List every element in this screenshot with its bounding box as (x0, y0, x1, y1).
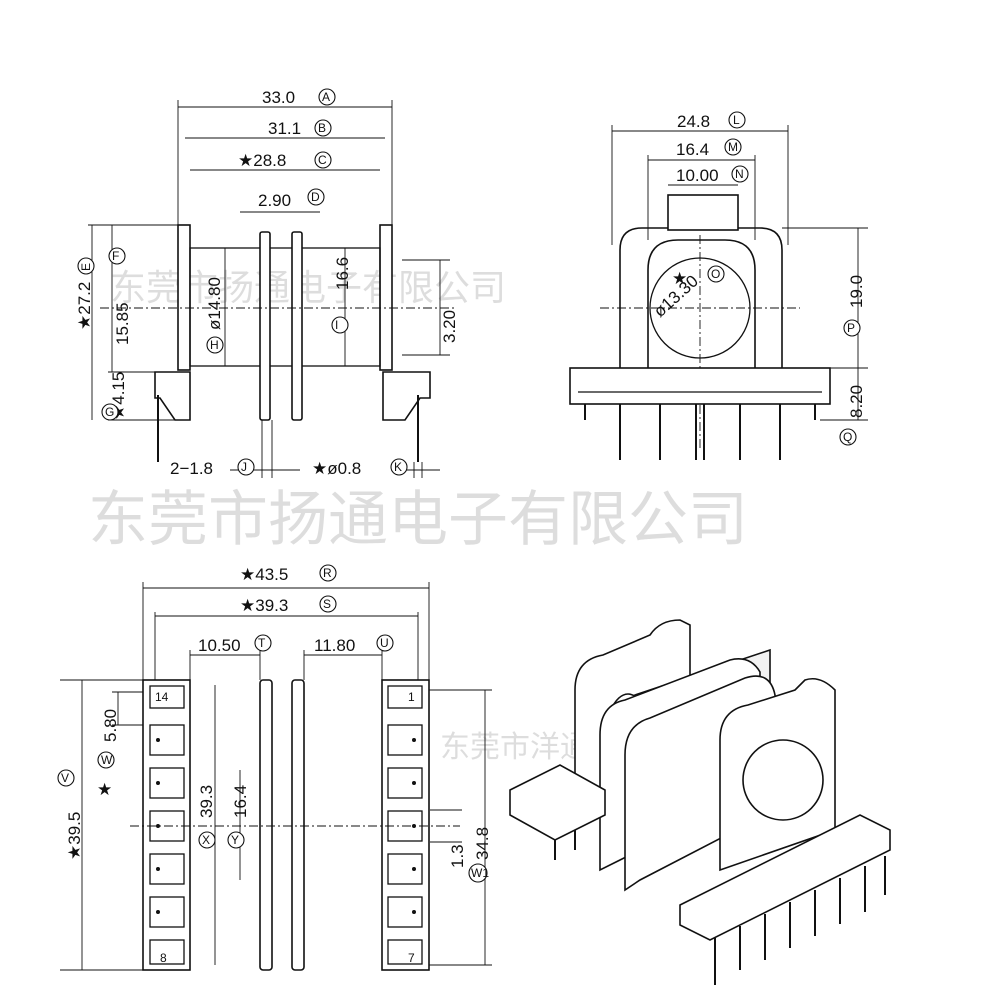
pin-14-label: 14 (155, 690, 169, 704)
dim-X-value: 39.3 (197, 785, 216, 818)
front-right-flange (379, 224, 393, 371)
dim-G-mark: G (105, 405, 114, 419)
dim-34-8-mark: W1 (471, 866, 489, 880)
dim-S-mark: S (323, 597, 331, 611)
iso-left-base (509, 764, 606, 841)
side-top-tab (667, 194, 739, 231)
pin-8-label: 8 (160, 951, 167, 965)
dim-T-mark: T (258, 636, 266, 650)
iso-front-base (679, 814, 891, 941)
dim-O-star: ★ (672, 269, 687, 288)
dim-R-value: ★43.5 (240, 565, 288, 584)
bottom-left-pads (149, 685, 185, 965)
bottom-right-pads (387, 685, 423, 965)
dim-M-mark: M (728, 140, 738, 154)
dim-E-mark: E (79, 263, 93, 271)
dim-V-value: ★39.5 (65, 812, 84, 860)
dim-N-value: 10.00 (676, 166, 719, 185)
front-view: 33.0 A 31.1 B ★28.8 C 2.90 D ★27.2 E 15.… (75, 88, 459, 478)
watermark-small-top: 东莞市扬通电子有限公司 (110, 268, 506, 309)
iso-front-hole (742, 739, 824, 821)
dim-W-mark: W (101, 753, 113, 767)
side-view: 24.8 L 16.4 M 10.00 N ★ ø13.30 O 19.0 P … (569, 111, 868, 460)
dim-A-mark: A (322, 90, 330, 104)
dim-Q-mark: Q (843, 430, 852, 444)
dim-M-value: 16.4 (676, 140, 709, 159)
iso-front-pins (714, 856, 886, 985)
dim-W-star: ★ (97, 780, 112, 799)
front-divider-right (291, 231, 303, 421)
dim-K-value: ★ø0.8 (312, 459, 361, 478)
dim-W-value: 5.80 (101, 709, 120, 742)
dim-C-value: ★28.8 (238, 151, 286, 170)
dim-H-value: ø14.80 (205, 277, 224, 330)
dim-1-3-value: 1.3 (448, 844, 467, 868)
dim-D-mark: D (311, 190, 320, 204)
dim-N-mark: N (735, 167, 744, 181)
bottom-left-column (142, 679, 191, 971)
front-left-base (154, 371, 191, 421)
dim-R-mark: R (323, 566, 332, 580)
dim-J-mark: J (241, 460, 247, 474)
dim-V-mark: V (61, 771, 69, 785)
front-left-flange (177, 224, 191, 371)
dim-A-value: 33.0 (262, 88, 295, 107)
dim-H-mark: H (210, 338, 219, 352)
dim-C-mark: C (318, 153, 327, 167)
dim-J-value: 2−1.8 (170, 459, 213, 478)
dim-D-value: 2.90 (258, 191, 291, 210)
side-core-window (647, 239, 756, 371)
dim-L-mark: L (733, 113, 740, 127)
dim-U-mark: U (380, 636, 389, 650)
dim-F-mark: F (112, 249, 119, 263)
dim-T-value: 10.50 (198, 636, 241, 655)
front-right-base (382, 371, 431, 421)
dim-Y-value: 16.4 (231, 785, 250, 818)
dim-F-value: 15.85 (113, 302, 132, 345)
dim-L-value: 24.8 (677, 112, 710, 131)
bottom-view: 14 8 1 7 ★43.5 R ★39.3 (57, 564, 492, 971)
dim-B-mark: B (318, 121, 326, 135)
bottom-divider-right (291, 679, 305, 971)
dim-Q-value: 8.20 (847, 385, 866, 418)
front-divider-left (259, 231, 271, 421)
dim-34-8-value: 34.8 (473, 827, 492, 860)
side-pins (584, 404, 816, 460)
dim-U-value: 11.80 (314, 636, 355, 655)
dim-P-value: 19.0 (847, 275, 866, 308)
dim-O-mark: O (711, 267, 720, 281)
dim-E-value: ★27.2 (75, 282, 94, 330)
watermark-main: 东莞市扬通电子有限公司 (88, 485, 748, 555)
dim-3-20-value: 3.20 (440, 310, 459, 343)
pin-1-label: 1 (408, 690, 415, 704)
dim-K-mark: K (394, 460, 402, 474)
dim-X-mark: X (202, 833, 210, 847)
front-core (189, 247, 381, 367)
pin-7-label: 7 (408, 951, 415, 965)
dim-P-mark: P (847, 321, 855, 335)
dim-I-mark: I (335, 318, 338, 332)
isometric-view (509, 619, 891, 985)
bottom-right-column (381, 679, 430, 971)
bottom-divider-left (259, 679, 273, 971)
side-base (569, 367, 831, 405)
dim-Y-mark: Y (231, 833, 239, 847)
dim-B-value: 31.1 (268, 119, 301, 138)
dim-I-value: 16.6 (333, 257, 352, 290)
dim-S-value: ★39.3 (240, 596, 288, 615)
